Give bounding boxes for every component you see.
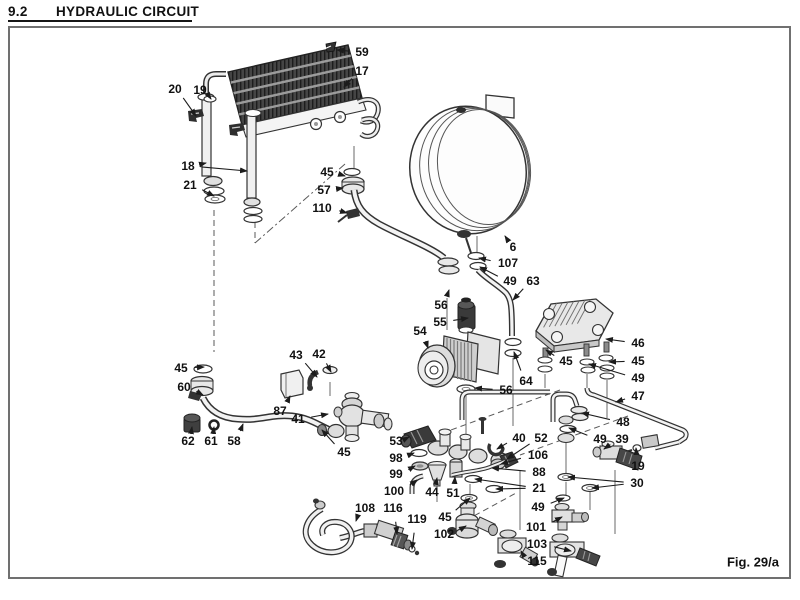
callout-label-107: 107 <box>497 256 519 270</box>
callout-label-45: 45 <box>438 510 452 524</box>
section-number: 9.2 <box>8 4 28 19</box>
return-pipe <box>183 364 345 439</box>
expansion-vessel <box>408 94 532 271</box>
callout-label-45: 45 <box>559 354 573 368</box>
callout-label-49: 49 <box>531 500 545 514</box>
callout-label-108: 108 <box>354 501 376 515</box>
callout-label-21: 21 <box>183 178 197 192</box>
connection-pipes <box>188 95 263 224</box>
plate-heat-exchanger <box>535 298 615 380</box>
callout-label-39: 39 <box>615 432 629 446</box>
callout-label-19: 19 <box>193 83 207 97</box>
callout-label-98: 98 <box>389 451 403 465</box>
callout-label-88: 88 <box>532 465 546 479</box>
callout-label-100: 100 <box>383 484 405 498</box>
pump <box>417 297 501 394</box>
callout-label-53: 53 <box>389 434 403 448</box>
callout-label-55: 55 <box>433 315 447 329</box>
callout-label-59: 59 <box>355 45 369 59</box>
callout-label-48: 48 <box>616 415 630 429</box>
title-underline <box>8 20 192 22</box>
figure-number: Fig. 29/a <box>726 554 780 570</box>
callout-label-49: 49 <box>593 432 607 446</box>
callout-label-61: 61 <box>204 434 218 448</box>
callout-label-116: 116 <box>383 501 403 515</box>
callout-label-45: 45 <box>174 361 188 375</box>
callout-label-115: 115 <box>527 554 547 568</box>
callout-label-17: 17 <box>355 64 369 78</box>
callout-label-6: 6 <box>509 240 517 254</box>
main-heat-exchanger <box>197 44 381 139</box>
callout-label-119: 119 <box>407 512 427 526</box>
callout-label-60: 60 <box>177 380 191 394</box>
leader-lines <box>182 47 640 559</box>
callout-label-49: 49 <box>503 274 517 288</box>
callout-label-45: 45 <box>337 445 351 459</box>
callout-label-57: 57 <box>317 183 331 197</box>
callout-label-62: 62 <box>181 434 195 448</box>
callout-label-56: 56 <box>434 298 448 312</box>
callout-label-63: 63 <box>526 274 540 288</box>
callout-label-102: 102 <box>433 527 455 541</box>
vent-pipe <box>337 167 460 275</box>
callout-label-40: 40 <box>512 431 526 445</box>
callout-label-87: 87 <box>273 404 287 418</box>
callout-label-19: 19 <box>631 459 645 473</box>
callout-label-56: 56 <box>499 383 513 397</box>
callout-label-42: 42 <box>312 347 326 361</box>
callout-label-52: 52 <box>534 431 548 445</box>
callout-label-30: 30 <box>630 476 644 490</box>
pipe-47 <box>459 387 689 455</box>
callout-label-64: 64 <box>519 374 533 388</box>
callout-label-106: 106 <box>527 448 549 462</box>
callout-label-18: 18 <box>181 159 195 173</box>
callout-label-58: 58 <box>227 434 241 448</box>
page-title: HYDRAULIC CIRCUIT <box>56 4 200 19</box>
callout-label-99: 99 <box>389 467 403 481</box>
callout-label-21: 21 <box>532 481 546 495</box>
retaining-clip <box>323 41 337 53</box>
callout-label-43: 43 <box>289 348 303 362</box>
callout-label-45: 45 <box>320 165 334 179</box>
callout-label-103: 103 <box>526 537 548 551</box>
callout-label-44: 44 <box>425 485 439 499</box>
callout-label-46: 46 <box>631 336 645 350</box>
callout-label-51: 51 <box>446 486 460 500</box>
diverter-valve <box>280 365 393 443</box>
filling-hose <box>302 498 420 556</box>
callout-label-20: 20 <box>168 82 182 96</box>
callout-label-41: 41 <box>291 412 305 426</box>
callout-label-54: 54 <box>413 324 427 338</box>
callout-label-110: 110 <box>312 201 332 215</box>
callout-label-101: 101 <box>525 520 547 534</box>
callout-label-49: 49 <box>631 371 645 385</box>
figure-frame <box>8 26 791 579</box>
callout-label-47: 47 <box>631 389 645 403</box>
callout-label-45: 45 <box>631 354 645 368</box>
